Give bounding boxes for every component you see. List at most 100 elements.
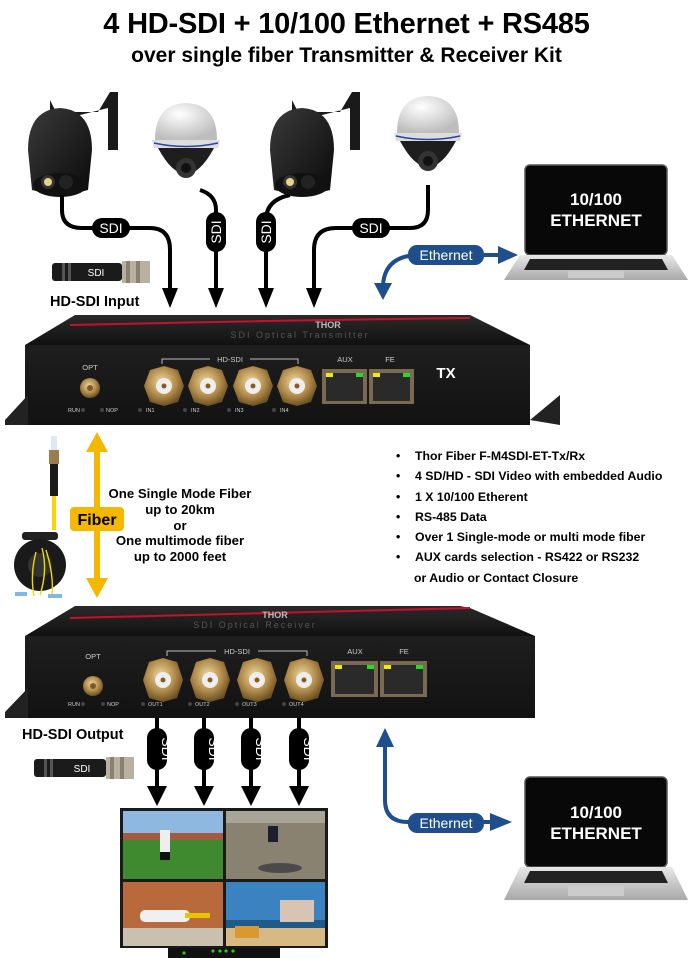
output-sdi-cable-4: SDI <box>289 718 317 806</box>
arrow-right-icon <box>498 246 518 264</box>
fiber-note-line: One Single Mode Fiber <box>108 486 252 501</box>
sdi-bnc-connector-input: SDI <box>52 261 150 283</box>
arrow-down-icon <box>194 786 214 806</box>
rx-aux-label: AUX <box>347 647 362 656</box>
tx-opt-label: OPT <box>82 363 98 372</box>
arrow-down-icon <box>147 786 167 806</box>
feature-item-continuation: or Audio or Contact Closure <box>414 570 579 585</box>
sdi-cable-label-1-bg <box>92 218 130 238</box>
output-sdi-label-3: SDI <box>253 737 269 760</box>
tile-helicopter <box>123 882 223 946</box>
feature-item: •RS-485 Data <box>392 507 662 527</box>
tx-brand: THOR <box>315 320 341 330</box>
tx-port-label-4: IN4 <box>280 408 289 414</box>
arrow-down-icon <box>241 786 261 806</box>
fiber-note-line: up to 20km <box>145 501 215 517</box>
rx-fe-rj45-port <box>380 661 427 697</box>
quad-view-monitor <box>120 808 328 958</box>
ptz-camera-1 <box>28 92 118 197</box>
svg-text:SDI: SDI <box>88 268 105 279</box>
tx-aux-label: AUX <box>337 355 352 364</box>
rx-port-label-2: OUT2 <box>195 702 210 708</box>
rx-fe-label: FE <box>399 647 409 656</box>
bullet-icon: • <box>396 449 401 463</box>
sdi-cable-2 <box>199 188 218 290</box>
sdi-cable-label-2: SDI <box>208 220 224 243</box>
arrow-down-icon <box>86 578 108 598</box>
ethernet-label-bottom-bg <box>408 813 484 833</box>
tx-bnc-port-4 <box>277 366 317 406</box>
tx-fe-label: FE <box>385 355 395 364</box>
arrow-up-icon <box>86 432 108 452</box>
tx-aux-rj45-port <box>322 369 367 404</box>
sdi-cable-label-1: SDI <box>99 220 122 236</box>
rx-bnc-port-1 <box>143 658 183 702</box>
arrow-down-icon <box>306 288 322 308</box>
feature-item: •AUX cards selection - RS422 or RS232 <box>392 547 662 567</box>
tx-model-text: SDI Optical Transmitter <box>230 330 369 340</box>
laptop-bottom: 10/100 ETHERNET <box>504 776 688 900</box>
tx-bnc-port-3 <box>233 366 273 406</box>
output-sdi-cable-3: SDI <box>241 718 269 806</box>
bullet-icon: • <box>396 530 401 545</box>
bullet-icon: • <box>396 509 401 524</box>
output-sdi-cable-1: SDI <box>147 718 175 806</box>
tx-port-label-1: IN1 <box>146 408 155 414</box>
rx-port-label-1: OUT1 <box>148 702 163 708</box>
fiber-reel <box>14 532 66 598</box>
rx-opt-label: OPT <box>85 652 101 661</box>
tx-port-label-3: IN3 <box>235 408 244 414</box>
arrow-right-icon <box>490 813 512 831</box>
st-fiber-connector <box>49 436 59 530</box>
laptop-bottom-screen-line2: ETHERNET <box>550 824 642 843</box>
tx-hdsdi-group-label: HD-SDI <box>217 355 243 364</box>
ethernet-label-bottom: Ethernet <box>420 815 473 831</box>
hd-sdi-output-label: HD-SDI Output <box>22 727 124 743</box>
ethernet-label-top-bg <box>408 245 484 265</box>
bullet-icon: • <box>396 550 401 565</box>
tx-run-label: RUN <box>68 408 80 414</box>
feature-item: •4 SD/HD - SDI Video with embedded Audio <box>392 466 662 486</box>
arrow-up-icon <box>376 728 394 747</box>
tile-skimboarder <box>226 811 325 879</box>
laptop-bottom-screen-line1: 10/100 <box>570 803 622 822</box>
rx-model-text: SDI Optical Receiver <box>193 620 317 630</box>
sdi-bnc-connector-output: SDI <box>34 757 134 779</box>
page-subtitle: over single fiber Transmitter & Receiver… <box>131 44 562 67</box>
tx-port-label-2: IN2 <box>191 408 200 414</box>
sdi-cable-label-2-bg <box>206 212 226 252</box>
ethernet-label-top: Ethernet <box>420 247 473 263</box>
fiber-note-line: up to 2000 feet <box>133 549 227 565</box>
output-sdi-label-4: SDI <box>301 737 317 760</box>
arrow-down-icon <box>162 288 178 308</box>
ptz-camera-2 <box>270 92 360 197</box>
sdi-cable-label-4-bg <box>352 218 390 238</box>
arrow-down-icon <box>258 288 274 308</box>
page-title: 4 HD-SDI + 10/100 Ethernet + RS485 <box>103 8 590 40</box>
rx-hdsdi-group-label: HD-SDI <box>224 647 250 656</box>
sdi-cable-label-4: SDI <box>359 220 382 236</box>
fiber-link-arrow: Fiber <box>70 432 124 598</box>
feature-item: •Over 1 Single-mode or multi mode fiber <box>392 527 662 547</box>
rx-run-label: RUN <box>68 702 80 708</box>
rx-port-label-3: OUT3 <box>242 702 257 708</box>
arrow-down-icon <box>374 283 392 300</box>
bullet-icon: • <box>396 469 401 484</box>
hd-sdi-input-label: HD-SDI Input <box>50 294 140 310</box>
sdi-cable-label-3-bg <box>256 212 276 252</box>
laptop-top-screen-line1: 10/100 <box>570 190 622 209</box>
receiver-unit: SDI Optical Receiver THOR OPT RUN NOP HD… <box>5 606 535 718</box>
output-sdi-cable-2: SDI <box>194 718 222 806</box>
sdi-cable-label-3: SDI <box>258 220 274 243</box>
fiber-note-line: or <box>173 517 187 533</box>
tx-nop-label: NOP <box>106 408 118 414</box>
feature-item: •1 X 10/100 Etherent <box>392 487 662 507</box>
tile-soccer-player <box>123 811 223 879</box>
feature-list: •Thor Fiber F-M4SDI-ET-Tx/Rx •4 SD/HD - … <box>392 446 662 588</box>
rx-bnc-port-4 <box>284 658 324 702</box>
bullet-icon: • <box>396 489 401 504</box>
output-sdi-label-2: SDI <box>206 737 222 760</box>
rx-bnc-port-3 <box>237 658 277 702</box>
tx-fe-rj45-port <box>369 369 414 404</box>
